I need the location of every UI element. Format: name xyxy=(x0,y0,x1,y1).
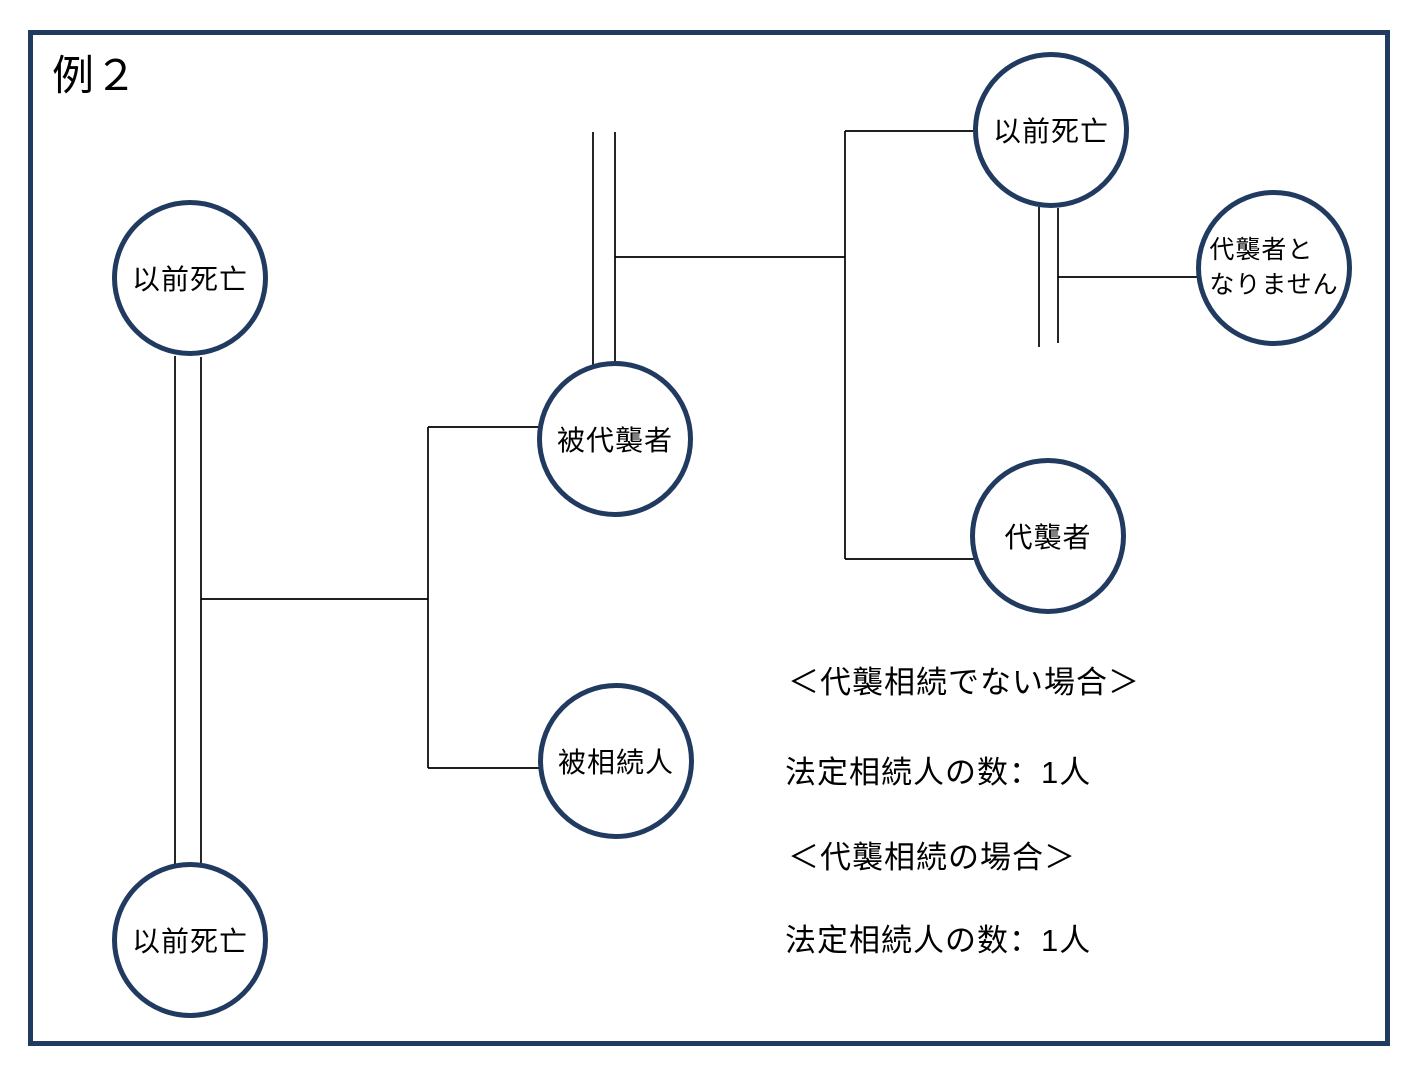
node-label: 以前死亡 xyxy=(131,926,248,957)
node-label-line1: 代襲者と xyxy=(1209,235,1314,264)
page-title: 例２ xyxy=(52,52,139,99)
node-left-top-deceased: 以前死亡 xyxy=(112,200,268,356)
slide-border xyxy=(28,30,1390,1046)
marriage-line-center-couple xyxy=(592,132,616,366)
node-label: 代襲者 xyxy=(1004,522,1092,553)
case2-heir-count: 法定相続人の数：1人 xyxy=(785,923,1092,958)
node-label: 被相続人 xyxy=(557,747,674,778)
node-person-succeeded: 被代襲者 xyxy=(537,361,693,517)
node-label: 以前死亡 xyxy=(992,116,1109,147)
case1-heir-count: 法定相続人の数：1人 xyxy=(785,755,1092,790)
left-family-bracket xyxy=(201,426,548,769)
node-representative-heir: 代襲者 xyxy=(970,458,1126,614)
case2-heading: ＜代襲相続の場合＞ xyxy=(788,840,1076,875)
marriage-line-right-couple xyxy=(1038,207,1203,347)
node-label: 以前死亡 xyxy=(131,264,248,295)
right-family-bracket xyxy=(615,130,980,560)
node-not-representative-heir: 代襲者と なりません xyxy=(1196,190,1352,346)
node-label: 被代襲者 xyxy=(556,425,673,456)
node-left-bottom-deceased: 以前死亡 xyxy=(112,862,268,1018)
node-label-line2: なりません xyxy=(1209,271,1339,299)
node-label: 代襲者と なりません xyxy=(1209,233,1338,304)
marriage-line-left-couple xyxy=(174,356,202,881)
case1-heading: ＜代襲相続でない場合＞ xyxy=(788,665,1140,700)
node-decedent: 被相続人 xyxy=(538,683,694,839)
node-right-top-deceased: 以前死亡 xyxy=(973,52,1129,208)
